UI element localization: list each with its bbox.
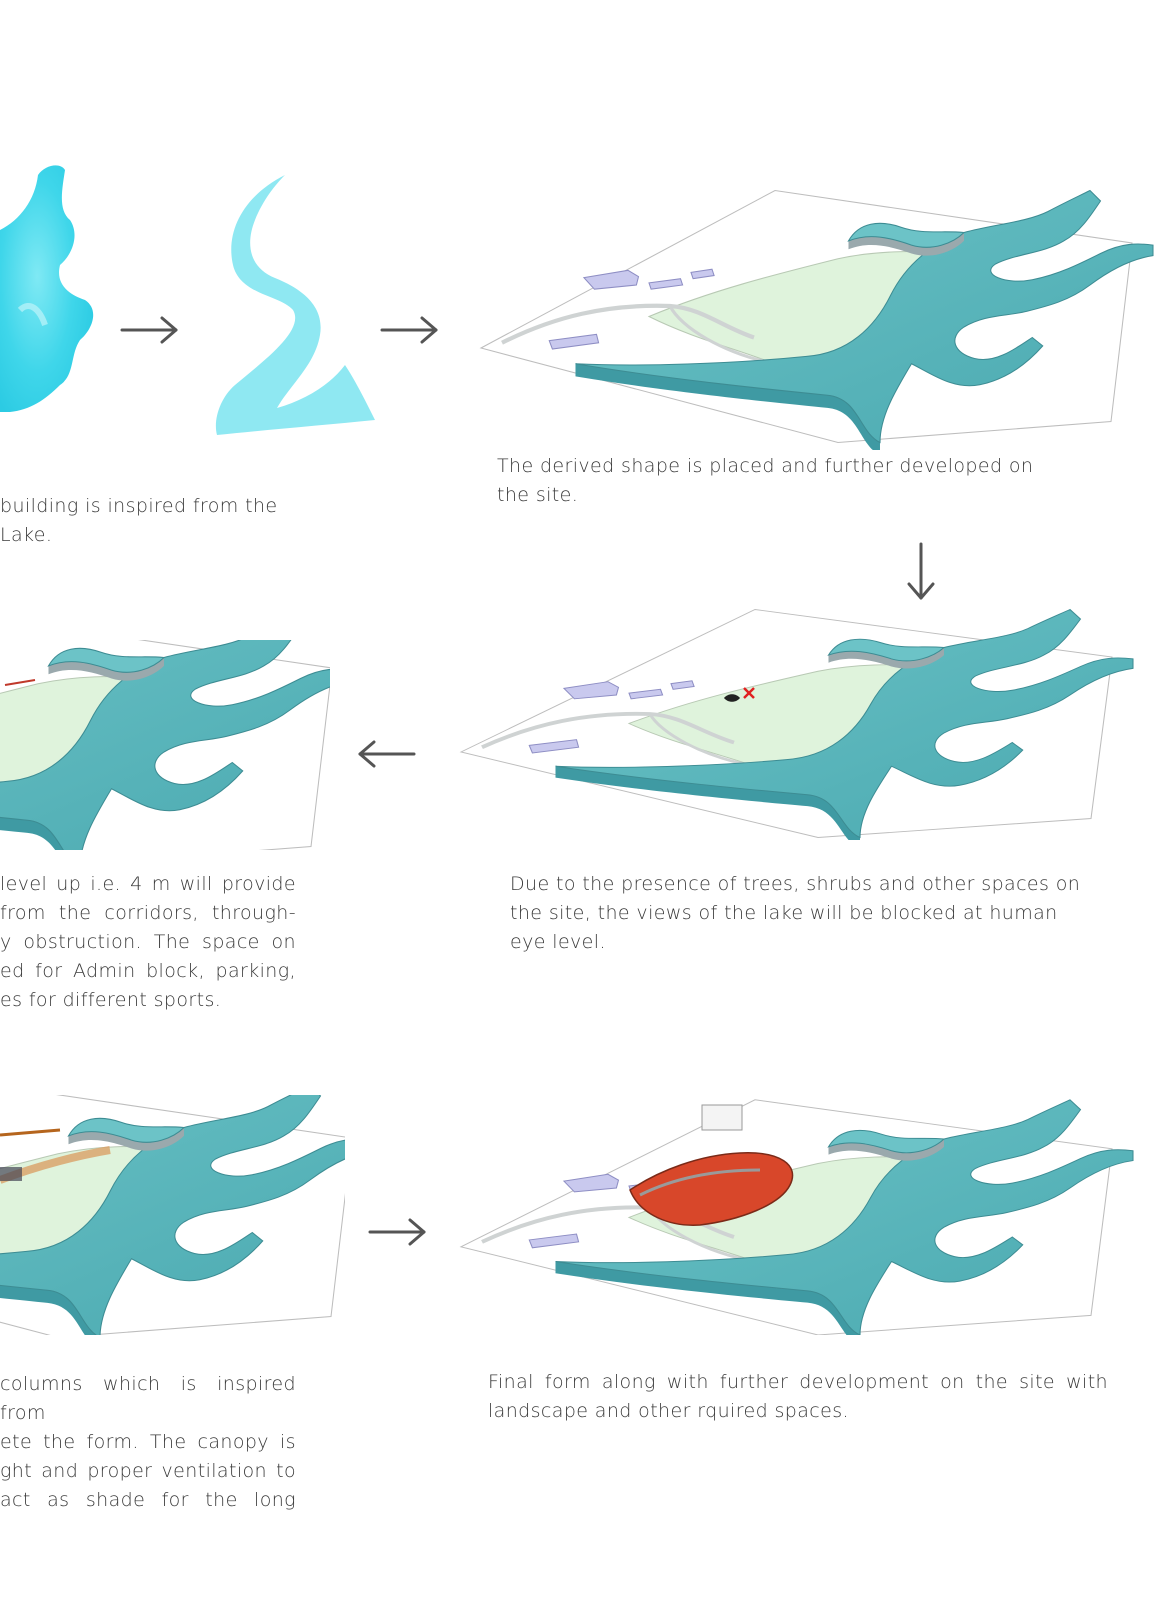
arrow-right-icon — [120, 316, 178, 344]
caption-step5-line: ete the form. The canopy is — [0, 1431, 296, 1453]
caption-step4-line: from the corridors, through- — [0, 902, 296, 924]
caption-step5-line: ght and proper ventilation to — [0, 1460, 296, 1482]
lake-outline-image — [0, 160, 110, 420]
caption-step4-line: y obstruction. The space on — [0, 931, 296, 953]
eye-crossed-icon — [724, 687, 755, 702]
caption-step4-line: ed for Admin block, parking, — [0, 960, 296, 982]
site-model-step4 — [0, 640, 330, 850]
caption-step5-line: act as shade for the long — [0, 1489, 296, 1511]
caption-step4-line: level up i.e. 4 m will provide — [0, 873, 296, 895]
arrow-right-icon — [368, 1218, 426, 1246]
caption-step1: building is inspired from the Lake. — [0, 495, 278, 546]
caption-step2: The derived shape is placed and further … — [497, 455, 1034, 506]
site-model-step2 — [460, 180, 1175, 450]
arrow-right-icon — [380, 316, 438, 344]
arrow-left-icon — [358, 740, 416, 768]
site-model-step5 — [0, 1095, 345, 1335]
caption-step3: Due to the presence of trees, shrubs and… — [510, 873, 1081, 953]
caption-step4: level up i.e. 4 m will provide from the … — [0, 870, 296, 1015]
arrow-down-icon — [907, 542, 935, 600]
caption-step5: columns which is inspired from ete the f… — [0, 1370, 296, 1515]
caption-step5-line: columns which is inspired from — [0, 1373, 296, 1424]
site-model-step3 — [440, 600, 1175, 840]
caption-step4-line: es for different sports. — [0, 989, 222, 1011]
site-model-final — [440, 1075, 1175, 1335]
derived-shape-image — [205, 170, 385, 440]
caption-step6: Final form along with further developmen… — [488, 1371, 1108, 1422]
